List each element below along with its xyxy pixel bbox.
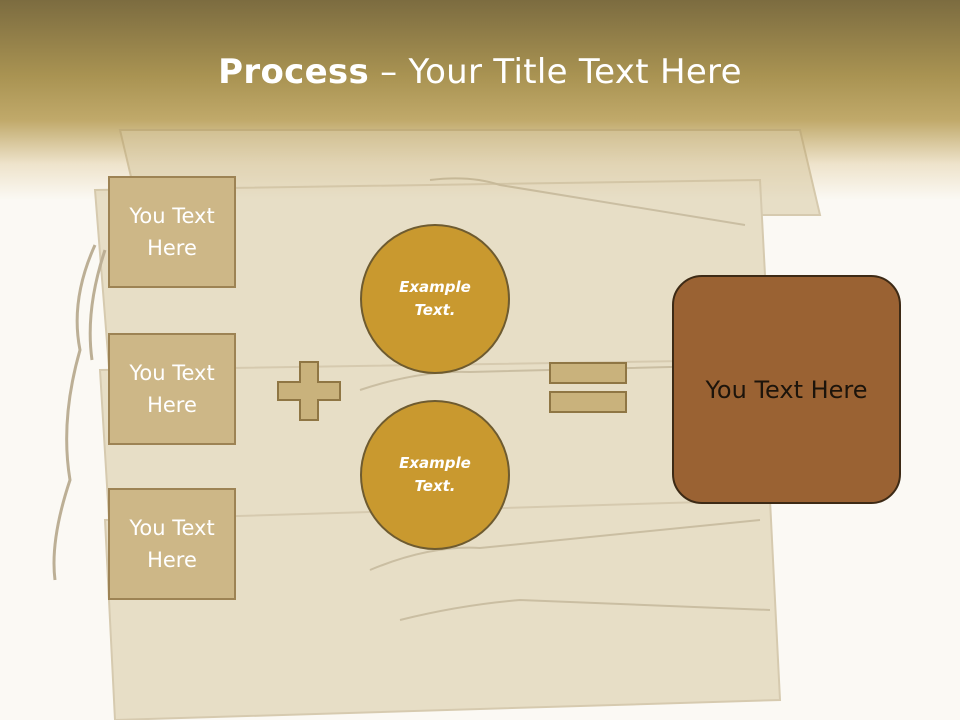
plus-icon: [277, 361, 341, 421]
circle-label: Example Text.: [399, 454, 471, 495]
example-circle-1[interactable]: Example Text.: [360, 224, 510, 374]
example-circle-2[interactable]: Example Text.: [360, 400, 510, 550]
page-title: Process – Your Title Text Here: [0, 52, 960, 92]
input-box-3[interactable]: You Text Here: [108, 488, 236, 600]
equals-icon: [549, 362, 627, 413]
title-strong: Process: [218, 52, 370, 92]
input-box-1[interactable]: You Text Here: [108, 176, 236, 288]
result-label: You Text Here: [705, 375, 868, 404]
input-box-2[interactable]: You Text Here: [108, 333, 236, 445]
circle-label: Example Text.: [399, 278, 471, 319]
input-box-label: You Text Here: [129, 516, 215, 572]
input-box-label: You Text Here: [129, 361, 215, 417]
input-box-label: You Text Here: [129, 204, 215, 260]
result-box[interactable]: You Text Here: [672, 275, 901, 504]
title-rest: – Your Title Text Here: [369, 52, 742, 92]
